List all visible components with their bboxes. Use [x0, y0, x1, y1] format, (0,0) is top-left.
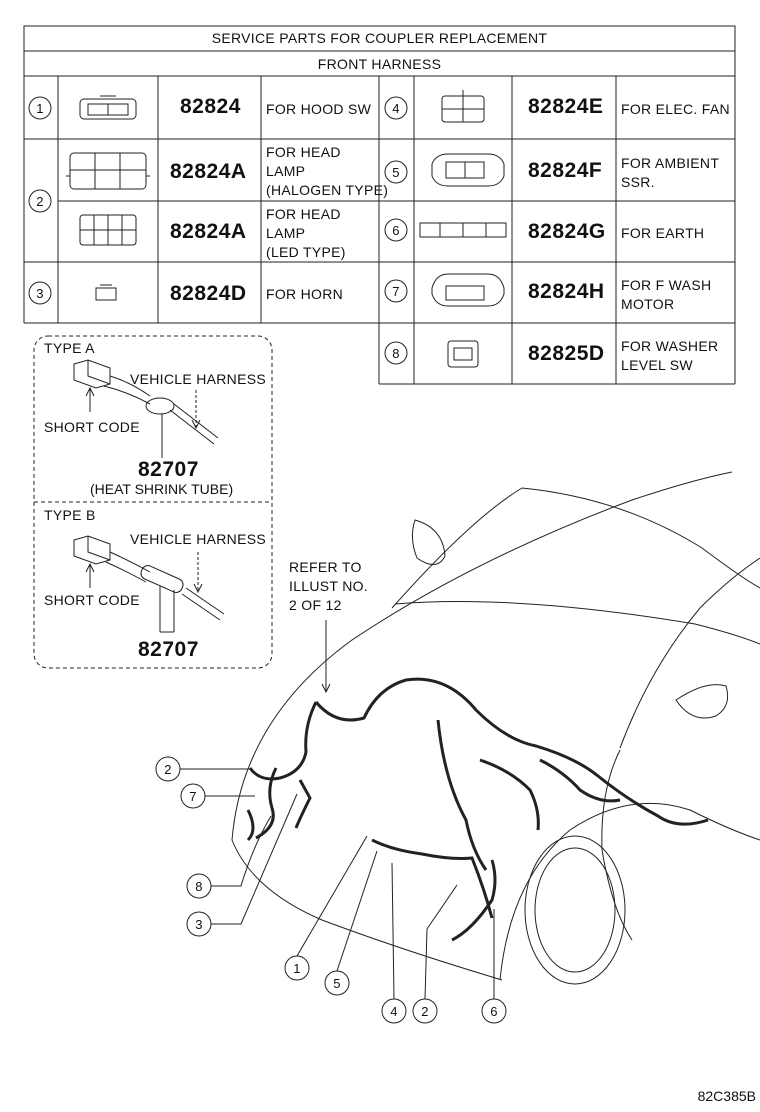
part-number: 82824H	[528, 280, 605, 303]
part-number: 82824E	[528, 95, 604, 118]
row-number: 5	[392, 165, 400, 180]
refer-note-line: 2 OF 12	[289, 597, 342, 613]
illustration-code: 82C385B	[697, 1088, 756, 1104]
part-description: FOR ELEC. FAN	[621, 101, 730, 117]
part-description: FOR HOOD SW	[266, 101, 372, 117]
part-description: FOR HORN	[266, 286, 344, 302]
row-number: 1	[36, 101, 44, 116]
row-number: 6	[392, 223, 400, 238]
callout-number: 2	[421, 1004, 429, 1019]
callout-number: 2	[164, 762, 172, 777]
table-title: SERVICE PARTS FOR COUPLER REPLACEMENT	[211, 30, 548, 46]
refer-note-line: REFER TO	[289, 559, 362, 575]
part-number: 82824G	[528, 220, 606, 243]
part-description: SSR.	[621, 174, 655, 190]
callout-number: 8	[195, 879, 203, 894]
part-description: (LED TYPE)	[266, 244, 346, 260]
part-description: FOR HEAD	[266, 206, 341, 222]
type-a-caption: (HEAT SHRINK TUBE)	[90, 481, 234, 497]
type-a-part-number: 82707	[138, 458, 199, 481]
part-number: 82824A	[170, 160, 247, 183]
callout-number: 5	[333, 976, 341, 991]
row-number: 2	[36, 194, 44, 209]
type-a-short-code: SHORT CODE	[44, 419, 140, 435]
type-b-label: TYPE B	[44, 507, 96, 523]
row-number: 3	[36, 286, 44, 301]
part-number: 82824A	[170, 220, 247, 243]
row-number: 4	[392, 101, 400, 116]
callout-number: 3	[195, 917, 203, 932]
part-number: 82824F	[528, 159, 603, 182]
part-description: LAMP	[266, 225, 306, 241]
type-a-vehicle-harness: VEHICLE HARNESS	[130, 371, 266, 387]
refer-note-line: ILLUST NO.	[289, 578, 368, 594]
callout-number: 7	[189, 789, 197, 804]
type-b-short-code: SHORT CODE	[44, 592, 140, 608]
part-description: (HALOGEN TYPE)	[266, 182, 389, 198]
table-subtitle: FRONT HARNESS	[317, 56, 442, 72]
part-description: FOR EARTH	[621, 225, 705, 241]
part-number: 82824	[180, 95, 241, 118]
callout-number: 1	[293, 961, 301, 976]
type-b-part-number: 82707	[138, 638, 199, 661]
type-b-vehicle-harness: VEHICLE HARNESS	[130, 531, 266, 547]
part-description: FOR F WASH	[621, 277, 712, 293]
callout-number: 4	[390, 1004, 398, 1019]
row-number: 8	[392, 346, 400, 361]
part-description: LEVEL SW	[621, 357, 693, 373]
part-description: FOR HEAD	[266, 144, 341, 160]
part-description: FOR WASHER	[621, 338, 719, 354]
part-description: MOTOR	[621, 296, 675, 312]
callout-number: 6	[490, 1004, 498, 1019]
part-number: 82824D	[170, 282, 247, 305]
row-number: 7	[392, 284, 400, 299]
part-description: LAMP	[266, 163, 306, 179]
part-number: 82825D	[528, 342, 605, 365]
type-a-label: TYPE A	[44, 340, 95, 356]
part-description: FOR AMBIENT	[621, 155, 720, 171]
